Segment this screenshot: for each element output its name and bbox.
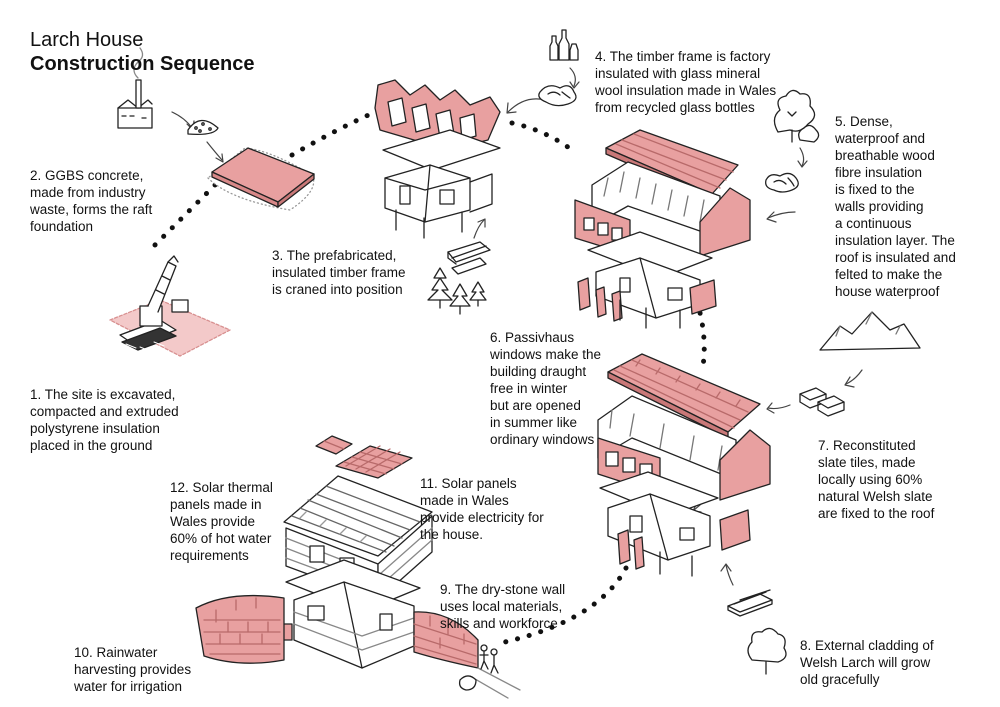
step-4-label: 4. The timber frame is factory insulated… — [595, 31, 776, 116]
step-12-number: 12. — [170, 480, 189, 495]
finished-house-illustration — [281, 475, 433, 669]
step-8-number: 8. — [800, 638, 812, 653]
dry-stone-wall-right — [413, 611, 479, 669]
step-6-number: 6. — [490, 330, 502, 345]
raft-foundation-slab — [207, 147, 315, 211]
step-2-text: GGBS concrete, made from industry waste,… — [30, 168, 153, 234]
title-line-2: Construction Sequence — [30, 53, 255, 75]
step-9-number: 9. — [440, 582, 452, 597]
excavator-illustration — [109, 255, 231, 357]
step-3-label: 3. The prefabricated, insulated timber f… — [272, 230, 406, 298]
exploded-house-illustration — [574, 129, 751, 329]
step-7-label: 7. Reconstituted slate tiles, made local… — [818, 420, 934, 522]
step-8-text: External cladding of Welsh Larch will gr… — [800, 638, 934, 687]
step-7-number: 7. — [818, 438, 830, 453]
step-10-label: 10. Rainwater harvesting provides water … — [74, 627, 191, 695]
step-11-number: 11. — [420, 476, 438, 491]
larch-tree-icon — [747, 627, 787, 675]
title-line-1: Larch House — [30, 29, 144, 51]
step-1-number: 1. — [30, 387, 42, 402]
step-4-number: 4. — [595, 49, 607, 64]
larch-planks-icon — [727, 589, 773, 617]
gravel-pile-icon — [187, 119, 219, 136]
timber-planks-icon — [447, 241, 491, 275]
step-3-number: 3. — [272, 248, 284, 263]
step-5-number: 5. — [835, 114, 847, 129]
step-5-text: Dense, waterproof and breathable wood fi… — [835, 114, 956, 299]
step-11-label: 11. Solar panels made in Wales provide e… — [420, 458, 544, 543]
step-10-text: Rainwater harvesting provides water for … — [74, 645, 192, 694]
forest-trees-icon — [427, 267, 487, 315]
factory-icon — [117, 47, 153, 129]
step-12-label: 12. Solar thermal panels made in Wales p… — [170, 462, 273, 564]
step-3-text: The prefabricated, insulated timber fram… — [272, 248, 406, 297]
diagram-title: Larch House Construction Sequence — [30, 28, 254, 76]
step-4-text: The timber frame is factory insulated wi… — [595, 49, 777, 115]
slate-tiles-stack-icon — [799, 387, 845, 417]
step-9-label: 9. The dry-stone wall uses local materia… — [440, 564, 565, 632]
mountains-slate-icon — [819, 311, 921, 351]
step-1-text: The site is excavated, compacted and ext… — [30, 387, 179, 453]
slate-roof-house-illustration — [597, 353, 771, 577]
step-12-text: Solar thermal panels made in Wales provi… — [170, 480, 273, 563]
step-1-label: 1. The site is excavated, compacted and … — [30, 369, 179, 454]
step-9-text: The dry-stone wall uses local materials,… — [440, 582, 566, 631]
dry-stone-wall-left — [195, 594, 285, 664]
step-5-label: 5. Dense, waterproof and breathable wood… — [835, 96, 956, 300]
step-10-number: 10. — [74, 645, 93, 660]
solar-panel — [315, 435, 353, 455]
step-11-text: Solar panels made in Wales provide elect… — [420, 476, 544, 542]
step-6-label: 6. Passivhaus windows make the building … — [490, 312, 601, 448]
step-8-label: 8. External cladding of Welsh Larch will… — [800, 620, 934, 688]
glass-bottles-icon — [549, 29, 579, 61]
solar-thermal-panels — [335, 445, 413, 479]
sequence-dotted-path — [152, 109, 707, 645]
prefab-timber-frame-illustration — [374, 79, 501, 239]
step-7-text: Reconstituted slate tiles, made locally … — [818, 438, 935, 521]
step-2-number: 2. — [30, 168, 42, 183]
mineral-wool-icon — [538, 85, 577, 107]
wood-fibre-rolls-icon — [765, 172, 799, 193]
step-2-label: 2. GGBS concrete, made from industry was… — [30, 150, 152, 235]
step-6-text: Passivhaus windows make the building dra… — [490, 330, 602, 447]
trees-wood-fibre-icon — [773, 89, 820, 143]
path-figures-icon — [458, 644, 521, 699]
